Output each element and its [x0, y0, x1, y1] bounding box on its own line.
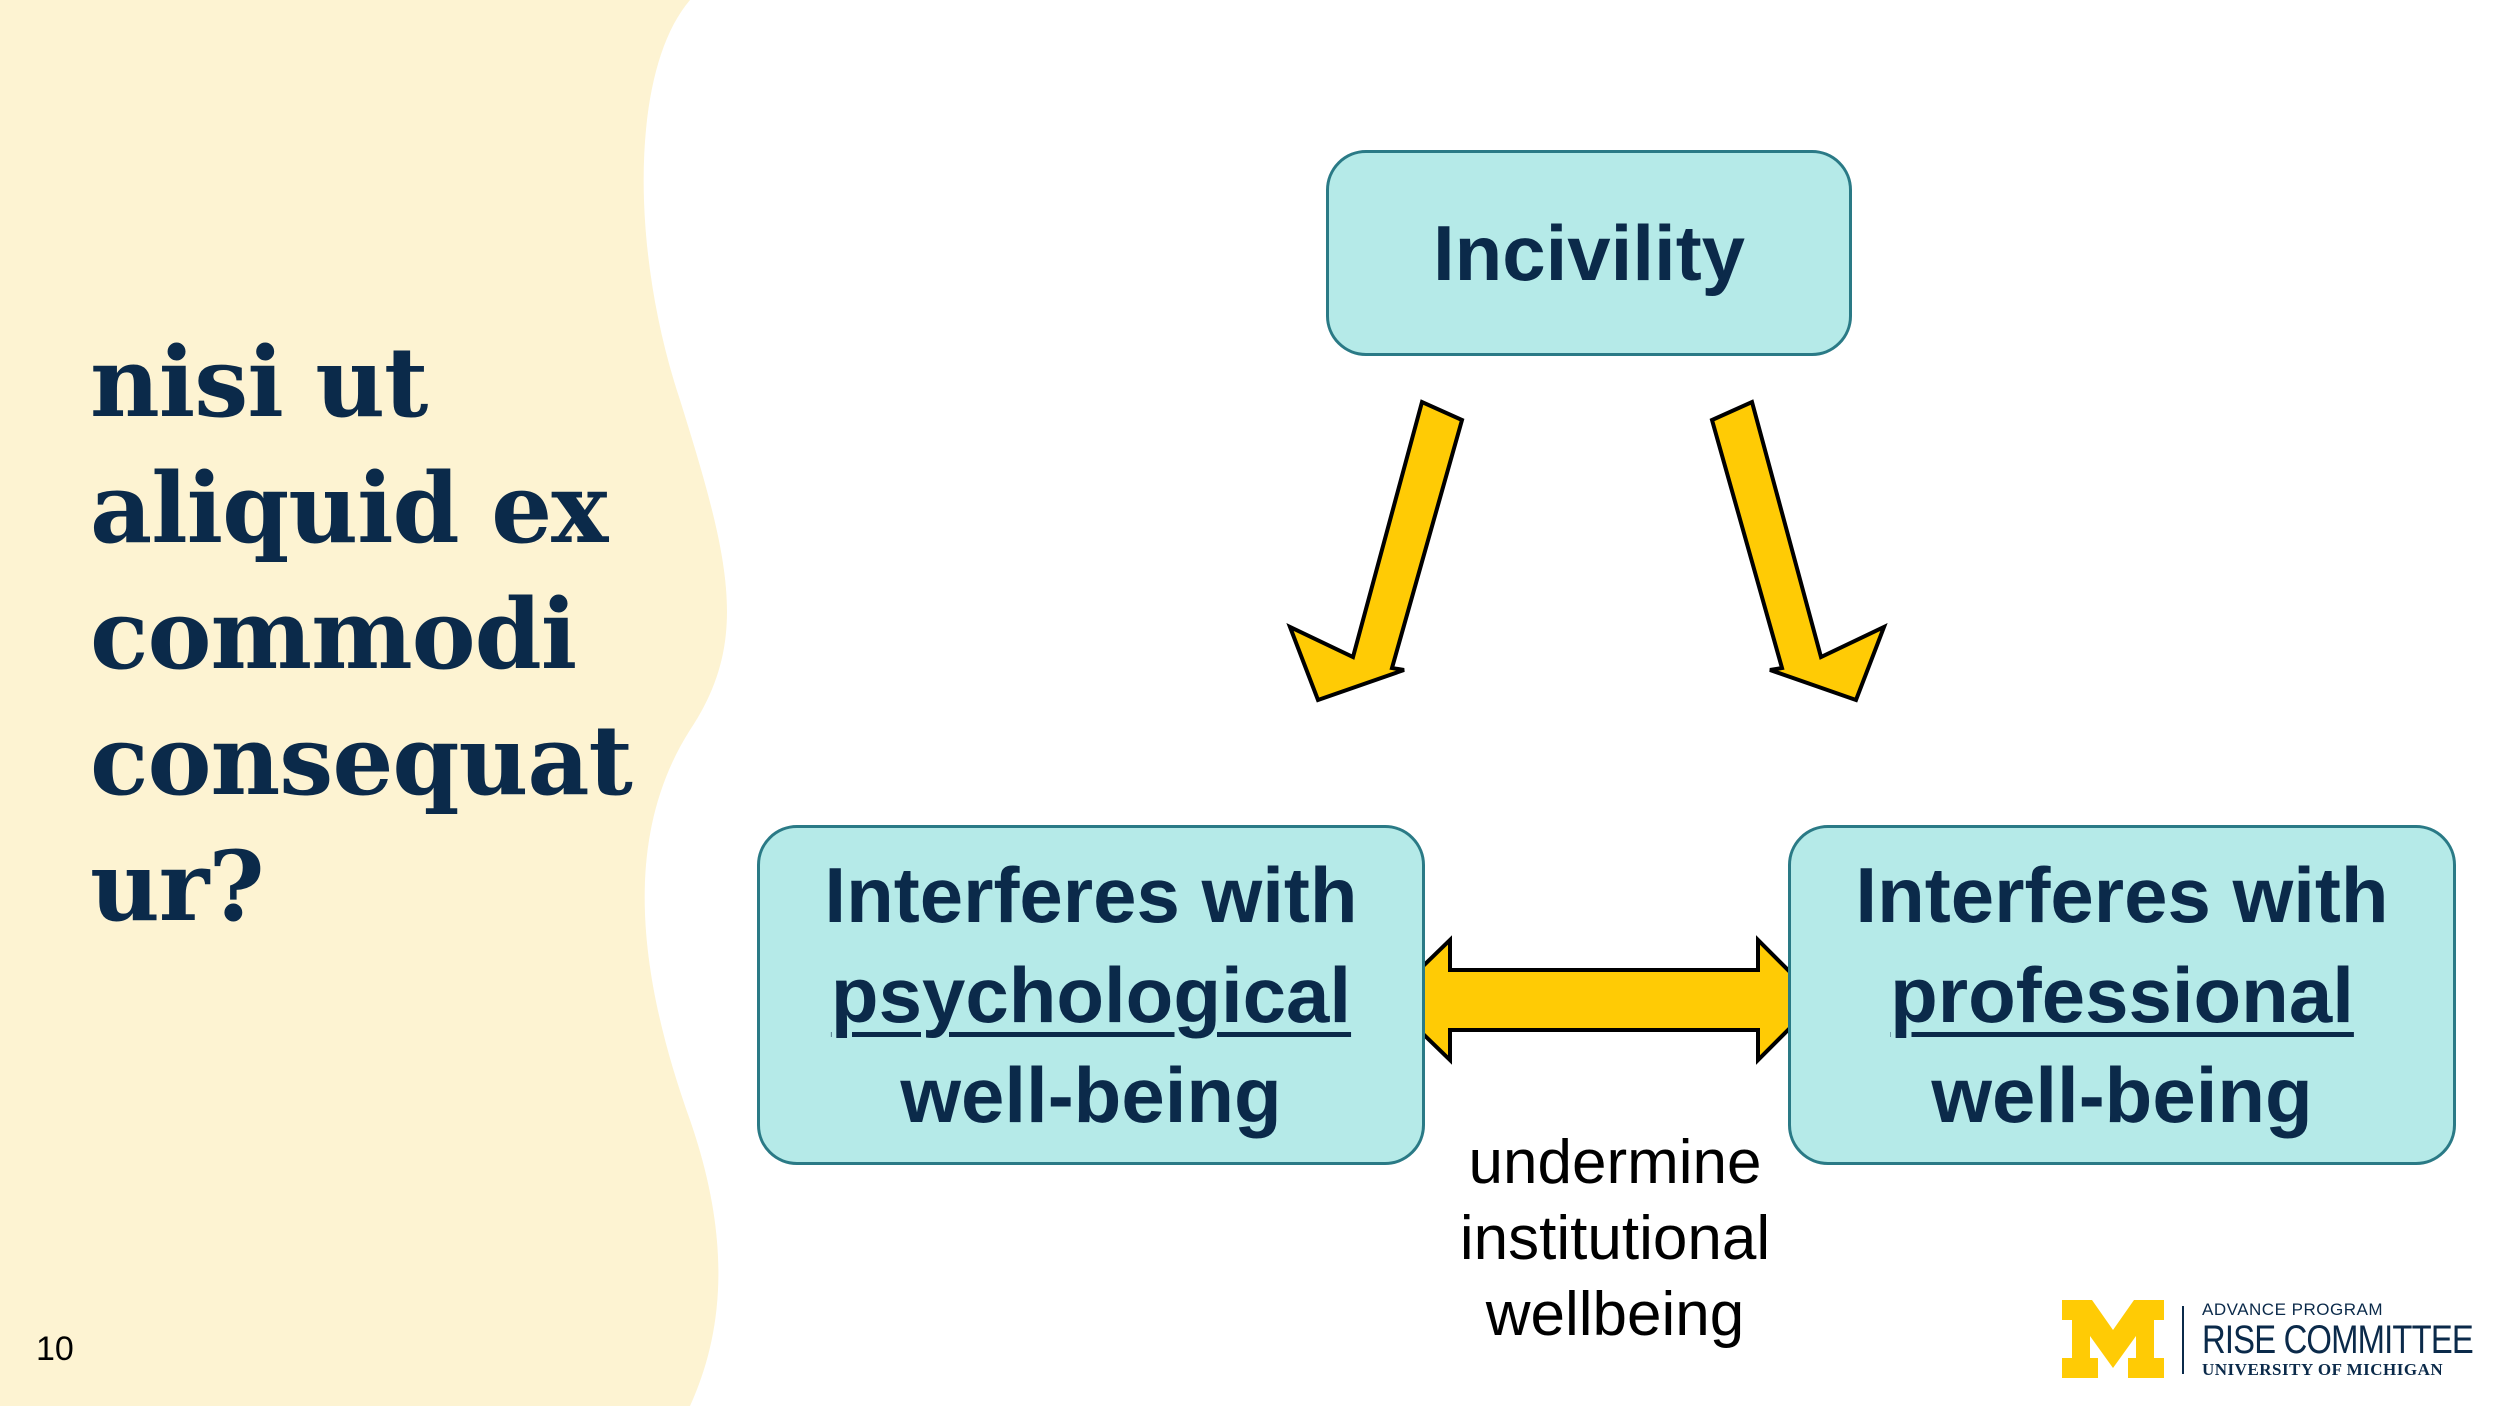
incivility-label: Incivility [1432, 208, 1746, 297]
institutional-wellbeing-note: undermine institutional wellbeing [1459, 1128, 1771, 1349]
arrow-incivility-to-professional [1709, 399, 1888, 703]
arrow-incivility-to-psychological [1286, 399, 1465, 703]
logo-university: UNIVERSITY OF MICHIGAN [2202, 1360, 2444, 1379]
professional-line3: well-being [1931, 1051, 2313, 1139]
incivility-box: Incivility [1326, 150, 1852, 356]
block-m-logo-icon [2062, 1300, 2164, 1378]
psychological-line3: well-being [900, 1051, 1282, 1139]
page-number: 10 [36, 1330, 74, 1368]
logo-rise-committee: RISE COMMITTEE [2202, 1318, 2474, 1362]
psychological-line1: Interferes with [824, 851, 1358, 939]
double-arrow-psychological-professional [1385, 935, 1821, 1065]
professional-line1: Interferes with [1855, 851, 2389, 939]
logo-divider [2182, 1306, 2184, 1374]
professional-wellbeing-box: Interferes with professional well-being [1788, 825, 2456, 1165]
psychological-wellbeing-box: Interferes with psychological well-being [757, 825, 1425, 1165]
professional-line2: professional [1890, 951, 2354, 1039]
logo-advance-program: ADVANCE PROGRAM [2202, 1300, 2383, 1319]
slide-title: nisi ut aliquid ex commodi consequat ur? [90, 326, 633, 943]
psychological-line2: psychological [830, 951, 1352, 1039]
rise-committee-logo: ADVANCE PROGRAM RISE COMMITTEE UNIVERSIT… [2062, 1300, 2482, 1380]
